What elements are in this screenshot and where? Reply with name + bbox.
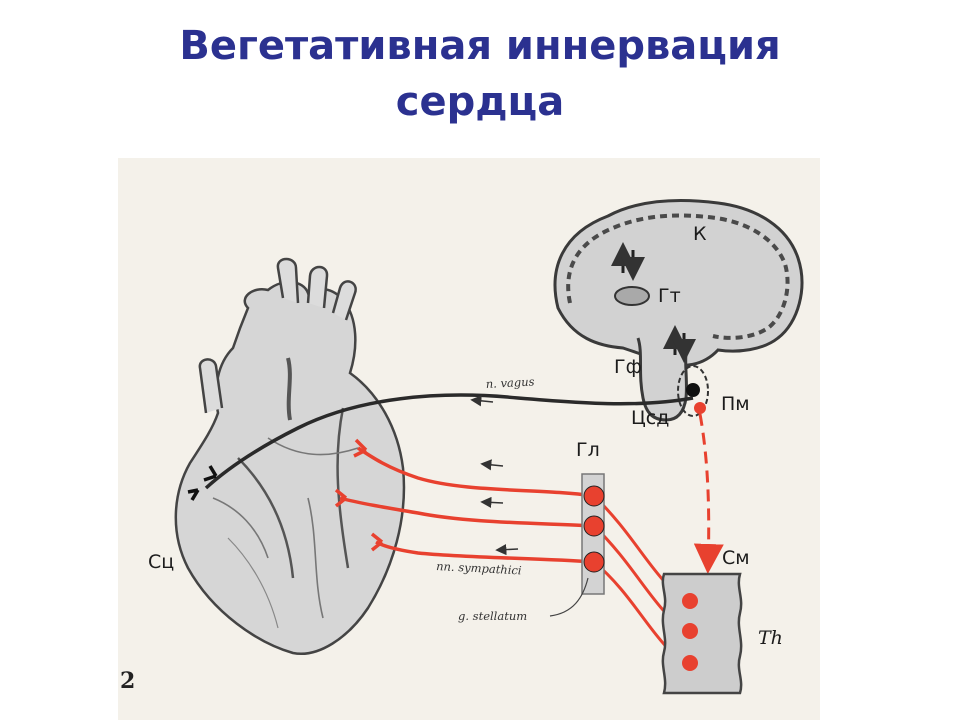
cortex-label: К bbox=[693, 223, 707, 245]
slide-title: Вегетативная иннервация сердца bbox=[0, 18, 960, 130]
sympathetic-label: nn. sympathici bbox=[436, 559, 522, 577]
page-number: 2 bbox=[120, 668, 135, 694]
heart bbox=[174, 257, 406, 656]
spinal-cord-label: См bbox=[722, 547, 750, 569]
ganglion-stellate bbox=[583, 551, 605, 573]
spinal-neuron-1 bbox=[682, 593, 698, 609]
brain bbox=[553, 199, 804, 422]
descending-pathway bbox=[693, 413, 724, 574]
spinal-cord bbox=[661, 572, 743, 695]
medulla-label: Пм bbox=[721, 393, 750, 415]
center-label: Цсд bbox=[631, 407, 669, 429]
ganglion-middle bbox=[583, 515, 605, 537]
vagus-nerve: n. vagus bbox=[187, 374, 694, 501]
stellate-label: g. stellatum bbox=[458, 609, 527, 623]
ganglia-label: Гл bbox=[576, 439, 600, 461]
pituitary-label: Гф bbox=[614, 356, 642, 378]
thoracic-label: Th bbox=[758, 627, 783, 649]
title-line-2: сердца bbox=[395, 79, 565, 125]
vagal-nucleus bbox=[686, 383, 700, 397]
vagus-label: n. vagus bbox=[485, 374, 535, 391]
ganglion-upper bbox=[583, 485, 605, 507]
heart-label: Сц bbox=[148, 551, 174, 573]
spinal-neuron-2 bbox=[682, 623, 698, 639]
spinal-neuron-3 bbox=[682, 655, 698, 671]
title-line-1: Вегетативная иннервация bbox=[179, 23, 781, 69]
innervation-figure: n. vagus nn. sympathici g. ste bbox=[118, 158, 820, 720]
hypothalamus-label: Гт bbox=[658, 285, 681, 307]
ganglia-chain: g. stellatum bbox=[458, 473, 605, 623]
